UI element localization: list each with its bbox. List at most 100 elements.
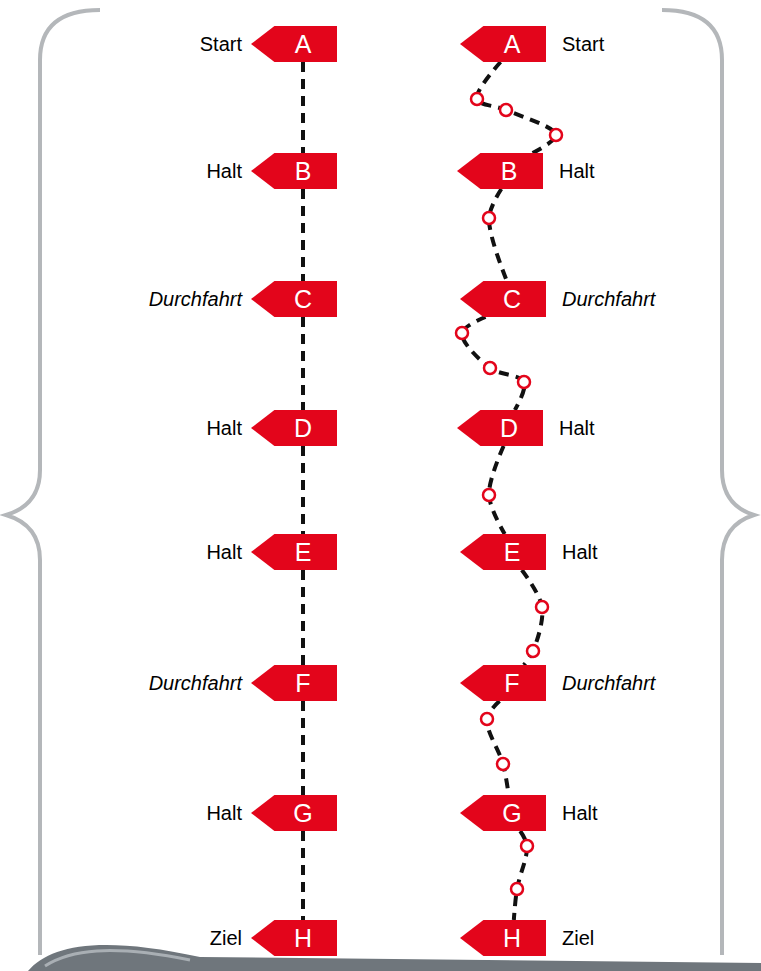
station-letter: C: [269, 281, 337, 317]
station-status: Halt: [559, 417, 595, 440]
waypoint-dot: [511, 883, 523, 895]
tag-polygon: [460, 920, 546, 956]
station-letter: E: [269, 534, 337, 570]
waypoint-dot: [481, 713, 493, 725]
station-tag: StartA: [251, 26, 337, 62]
left-brace: [6, 10, 100, 955]
station-letter: D: [475, 410, 543, 446]
station-status: Halt: [559, 160, 595, 183]
tag-shape: [460, 534, 546, 570]
station-letter: E: [478, 534, 546, 570]
route-line: [301, 317, 305, 410]
station-tag: GHalt: [460, 795, 546, 831]
waypoint-dot: [484, 362, 496, 374]
station-tag: DHalt: [457, 410, 543, 446]
station-status: Start: [562, 33, 604, 56]
station-status: Durchfahrt: [562, 672, 655, 695]
station-tag: DurchfahrtC: [251, 281, 337, 317]
tag-shape: [251, 26, 337, 62]
station-tag: AStart: [460, 26, 546, 62]
station-status: Ziel: [210, 927, 242, 950]
station-status: Durchfahrt: [149, 672, 242, 695]
station-letter: F: [478, 665, 546, 701]
waypoint-dot: [483, 212, 495, 224]
station-letter: H: [478, 920, 546, 956]
route-line: [522, 570, 543, 665]
station-tag: CDurchfahrt: [460, 281, 546, 317]
station-letter: A: [269, 26, 337, 62]
station-tag: DurchfahrtF: [251, 665, 337, 701]
station-status: Halt: [206, 160, 242, 183]
train-highlight: [45, 951, 190, 966]
station-letter: G: [269, 795, 337, 831]
route-line: [477, 62, 556, 153]
station-letter: B: [475, 153, 543, 189]
station-status: Halt: [206, 417, 242, 440]
route-line: [301, 189, 305, 281]
tag-polygon: [251, 665, 337, 701]
tag-polygon: [460, 534, 546, 570]
route-line: [301, 446, 305, 534]
station-status: Ziel: [562, 927, 594, 950]
waypoint-dot: [456, 327, 468, 339]
station-tag: HaltB: [251, 153, 337, 189]
tag-polygon: [251, 153, 337, 189]
route-line: [489, 189, 507, 281]
right-brace: [662, 10, 754, 955]
route-line: [301, 831, 305, 920]
station-tag: FDurchfahrt: [460, 665, 546, 701]
route-line: [301, 570, 305, 665]
station-letter: H: [269, 920, 337, 956]
tag-polygon: [460, 795, 546, 831]
waypoint-dot: [497, 758, 509, 770]
station-letter: A: [478, 26, 546, 62]
station-letter: C: [478, 281, 546, 317]
station-tag: HZiel: [460, 920, 546, 956]
station-status: Halt: [562, 802, 598, 825]
tag-polygon: [251, 534, 337, 570]
station-tag: HaltD: [251, 410, 337, 446]
station-tag: HaltG: [251, 795, 337, 831]
tag-polygon: [251, 26, 337, 62]
station-letter: G: [478, 795, 546, 831]
station-status: Durchfahrt: [149, 288, 242, 311]
waypoint-dot: [527, 645, 539, 657]
waypoint-dot: [521, 840, 533, 852]
tag-shape: [460, 26, 546, 62]
station-tag: HaltE: [251, 534, 337, 570]
station-tag: BHalt: [457, 153, 543, 189]
tag-polygon: [460, 281, 546, 317]
station-status: Start: [200, 33, 242, 56]
tag-polygon: [251, 795, 337, 831]
tag-polygon: [251, 281, 337, 317]
waypoint-dot: [550, 129, 562, 141]
station-tag: ZielH: [251, 920, 337, 956]
waypoint-dot: [518, 376, 530, 388]
station-letter: D: [269, 410, 337, 446]
station-letter: B: [269, 153, 337, 189]
train-roof: [28, 945, 761, 971]
station-status: Durchfahrt: [562, 288, 655, 311]
station-status: Halt: [206, 541, 242, 564]
tag-shape: [251, 534, 337, 570]
tag-polygon: [251, 920, 337, 956]
tag-polygon: [251, 410, 337, 446]
route-line: [301, 62, 305, 153]
waypoint-dot: [536, 601, 548, 613]
route-line: [301, 701, 305, 795]
tag-shape: [457, 153, 543, 189]
station-tag: EHalt: [460, 534, 546, 570]
tag-polygon: [457, 153, 543, 189]
waypoint-dot: [483, 489, 495, 501]
waypoint-dot: [471, 93, 483, 105]
tag-shape: [460, 665, 546, 701]
station-status: Halt: [206, 802, 242, 825]
tag-polygon: [460, 26, 546, 62]
route-line: [462, 317, 525, 410]
tag-polygon: [460, 665, 546, 701]
station-letter: F: [269, 665, 337, 701]
